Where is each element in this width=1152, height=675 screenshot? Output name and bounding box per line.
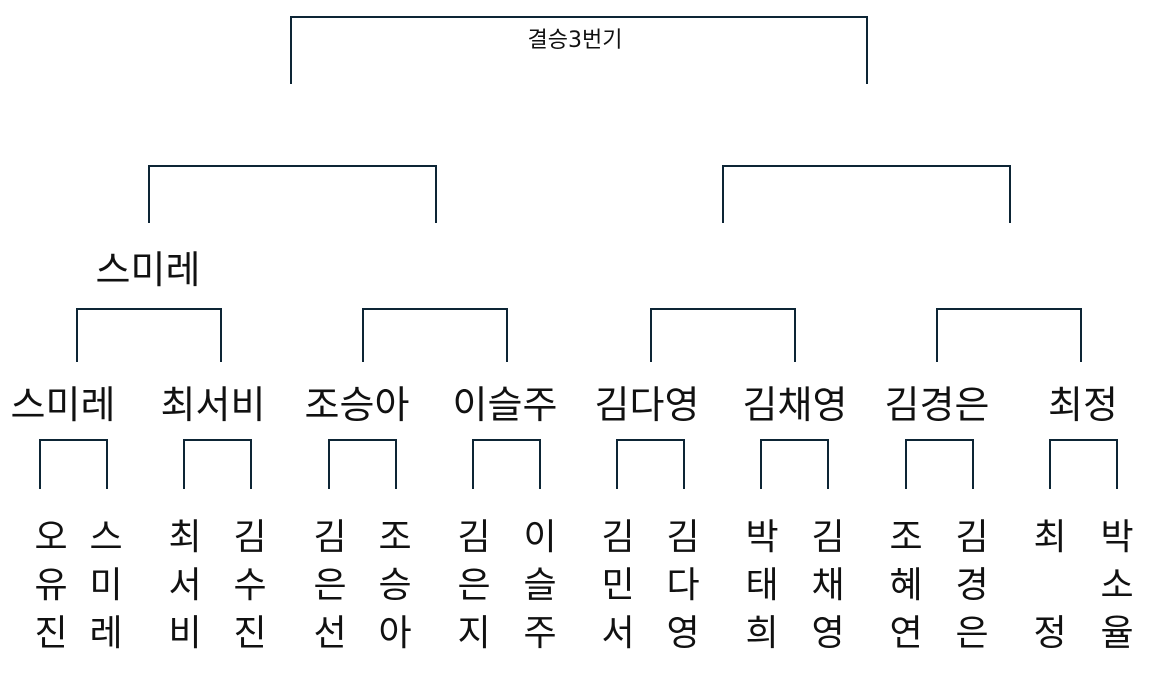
quarterfinal-bracket: [362, 308, 508, 362]
round16-bracket: [905, 439, 974, 489]
round16-bracket: [328, 439, 397, 489]
player-name-char: 이: [523, 517, 557, 558]
quarterfinalist-name: 최정: [1048, 383, 1118, 427]
player-name-char: 조: [889, 517, 923, 558]
player-name-char: 서: [168, 565, 202, 606]
player-name-char: 은: [457, 565, 491, 606]
player-name-char: 채: [811, 565, 845, 606]
player-name-char: 선: [313, 613, 347, 654]
player-name-char: 오: [34, 517, 68, 558]
player-name-char: 김: [601, 517, 635, 558]
player-name-char: 민: [601, 565, 635, 606]
semifinal-bracket-left: [148, 165, 437, 223]
player-name-char: 정: [1033, 613, 1067, 654]
round16-bracket: [760, 439, 829, 489]
player-name-char: 지: [457, 613, 491, 654]
quarterfinalist-name: 조승아: [304, 383, 410, 427]
quarterfinal-bracket: [76, 308, 222, 362]
player-name-char: 율: [1100, 613, 1134, 654]
player-name-char: 박: [745, 517, 779, 558]
player-name-char: 은: [313, 565, 347, 606]
player-name-char: 유: [34, 565, 68, 606]
round16-bracket: [183, 439, 252, 489]
final-title: 결승3번기: [527, 28, 623, 53]
player-name-char: 진: [233, 613, 267, 654]
player-name-char: 진: [34, 613, 68, 654]
round16-bracket: [1049, 439, 1118, 489]
player-name-char: 소: [1100, 565, 1134, 606]
player-name-char: 서: [601, 613, 635, 654]
player-name-char: 최: [168, 517, 202, 558]
player-name-char: 희: [745, 613, 779, 654]
player-name-char: 최: [1033, 517, 1067, 558]
player-name-char: 김: [666, 517, 700, 558]
player-name-char: 혜: [889, 565, 923, 606]
player-name-char: 박: [1100, 517, 1134, 558]
player-name-char: 김: [955, 517, 989, 558]
player-name-char: 아: [378, 613, 412, 654]
player-name-char: 스: [89, 517, 123, 558]
player-name-char: 은: [955, 613, 989, 654]
player-name-char: 슬: [523, 565, 557, 606]
player-name-char: 비: [168, 613, 202, 654]
player-name-char: 미: [89, 565, 123, 606]
player-name-char: 승: [378, 565, 412, 606]
quarterfinalist-name: 김경은: [884, 383, 990, 427]
player-name-char: 태: [745, 565, 779, 606]
player-name-char: 영: [666, 613, 700, 654]
quarterfinalist-name: 최서비: [160, 383, 266, 427]
player-name-char: 조: [378, 517, 412, 558]
player-name-char: 레: [89, 613, 123, 654]
player-name-char: 김: [811, 517, 845, 558]
round16-bracket: [616, 439, 685, 489]
quarterfinalist-name: 스미레: [10, 383, 116, 427]
player-name-char: [1028, 562, 1072, 610]
player-name-char: 영: [811, 613, 845, 654]
quarterfinalist-name: 이슬주: [452, 383, 558, 427]
quarterfinal-bracket: [936, 308, 1082, 362]
player-name-char: 다: [666, 565, 700, 606]
player-name-char: 경: [955, 565, 989, 606]
player-name-char: 주: [523, 613, 557, 654]
player-name-char: 김: [457, 517, 491, 558]
quarterfinalist-name: 김채영: [742, 383, 848, 427]
round16-bracket: [472, 439, 541, 489]
player-name-char: 김: [313, 517, 347, 558]
quarterfinalist-name: 김다영: [594, 383, 700, 427]
final-bracket: [290, 16, 868, 84]
semifinal-winner: 스미레: [95, 248, 201, 292]
quarterfinal-bracket: [650, 308, 796, 362]
round16-bracket: [39, 439, 108, 489]
player-name-char: 연: [889, 613, 923, 654]
player-name-char: 수: [233, 565, 267, 606]
player-name-char: 김: [233, 517, 267, 558]
semifinal-bracket-right: [722, 165, 1011, 223]
